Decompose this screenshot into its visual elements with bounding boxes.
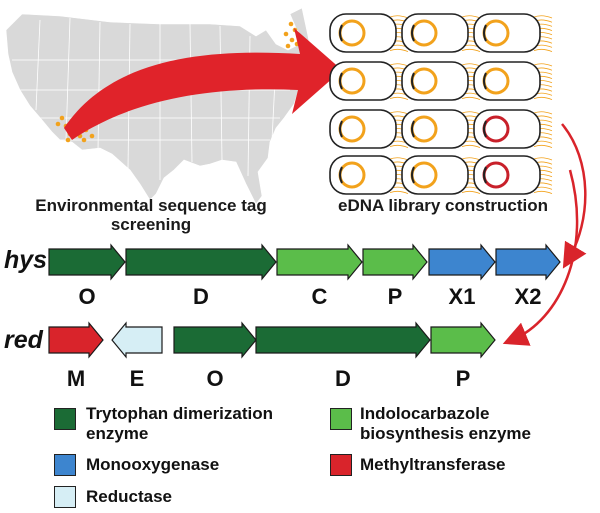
gene-label: P [387,284,403,309]
library-cell [473,155,553,195]
workflow-arrow-big [64,28,342,140]
gene-arrow-red-0 [48,321,104,359]
gene-arrow-hys-3 [362,243,428,281]
library-cell [401,109,481,149]
screening-caption: Environmental sequence tag screening [35,196,267,234]
insert-mark [411,72,415,90]
legend-label-indolo: Indolocarbazole biosynthesis enzyme [360,404,532,443]
hys-cluster-name: hys [4,246,48,274]
gene-label: D [193,284,209,309]
insert-mark [483,72,487,90]
library-cell [401,155,481,195]
gene-arrow-hys-0 [48,243,126,281]
gene-label: O [78,284,96,309]
library-cell [329,155,409,195]
gene-label: E [129,366,145,391]
gene-arrow-red-4 [430,321,496,359]
gene-label: D [335,366,351,391]
insert-mark [483,24,487,42]
hys-gene-cluster [48,243,561,281]
library-cell [329,109,409,149]
insert-mark [339,72,343,90]
legend-swatch-mono [54,454,76,476]
red-gene-cluster [48,321,496,359]
insert-mark [339,166,343,184]
gene-arrow-hys-4 [428,243,496,281]
gene-arrow-hys-5 [495,243,561,281]
red-cluster-name: red [4,326,43,354]
gene-arrow-red-1 [111,321,163,359]
gene-label: X1 [448,284,476,309]
gene-label: X2 [514,284,542,309]
flow-arrow-2 [502,169,579,346]
legend-label-methyl: Methyltransferase [360,455,506,474]
legend-label-trp: Trytophan dimerization enzyme [86,404,274,443]
library-cell [473,61,553,101]
gene-arrow-red-2 [173,321,257,359]
insert-mark [411,24,415,42]
legend-label-reductase: Reductase [86,487,172,506]
insert-mark [483,166,487,184]
legend-label-mono: Monooxygenase [86,455,220,474]
legend-swatch-methyl [330,454,352,476]
gene-label: O [206,366,224,391]
legend-swatch-trp [54,408,76,430]
gene-arrow-hys-2 [276,243,363,281]
gene-label: C [311,284,328,309]
edna-library [329,13,553,195]
insert-mark [483,120,487,138]
gene-label: P [455,366,471,391]
insert-mark [339,24,343,42]
library-caption: eDNA library construction [337,196,549,215]
gene-arrow-red-3 [255,321,431,359]
insert-mark [339,120,343,138]
insert-mark [411,120,415,138]
library-cell [401,61,481,101]
gene-label: M [66,366,86,391]
library-cell [329,61,409,101]
library-cell [473,109,553,149]
library-cell [329,13,409,53]
gene-arrow-hys-1 [125,243,277,281]
legend-swatch-indolo [330,408,352,430]
library-cell [473,13,553,53]
library-cell [401,13,481,53]
insert-mark [411,166,415,184]
legend-swatch-reductase [54,486,76,508]
